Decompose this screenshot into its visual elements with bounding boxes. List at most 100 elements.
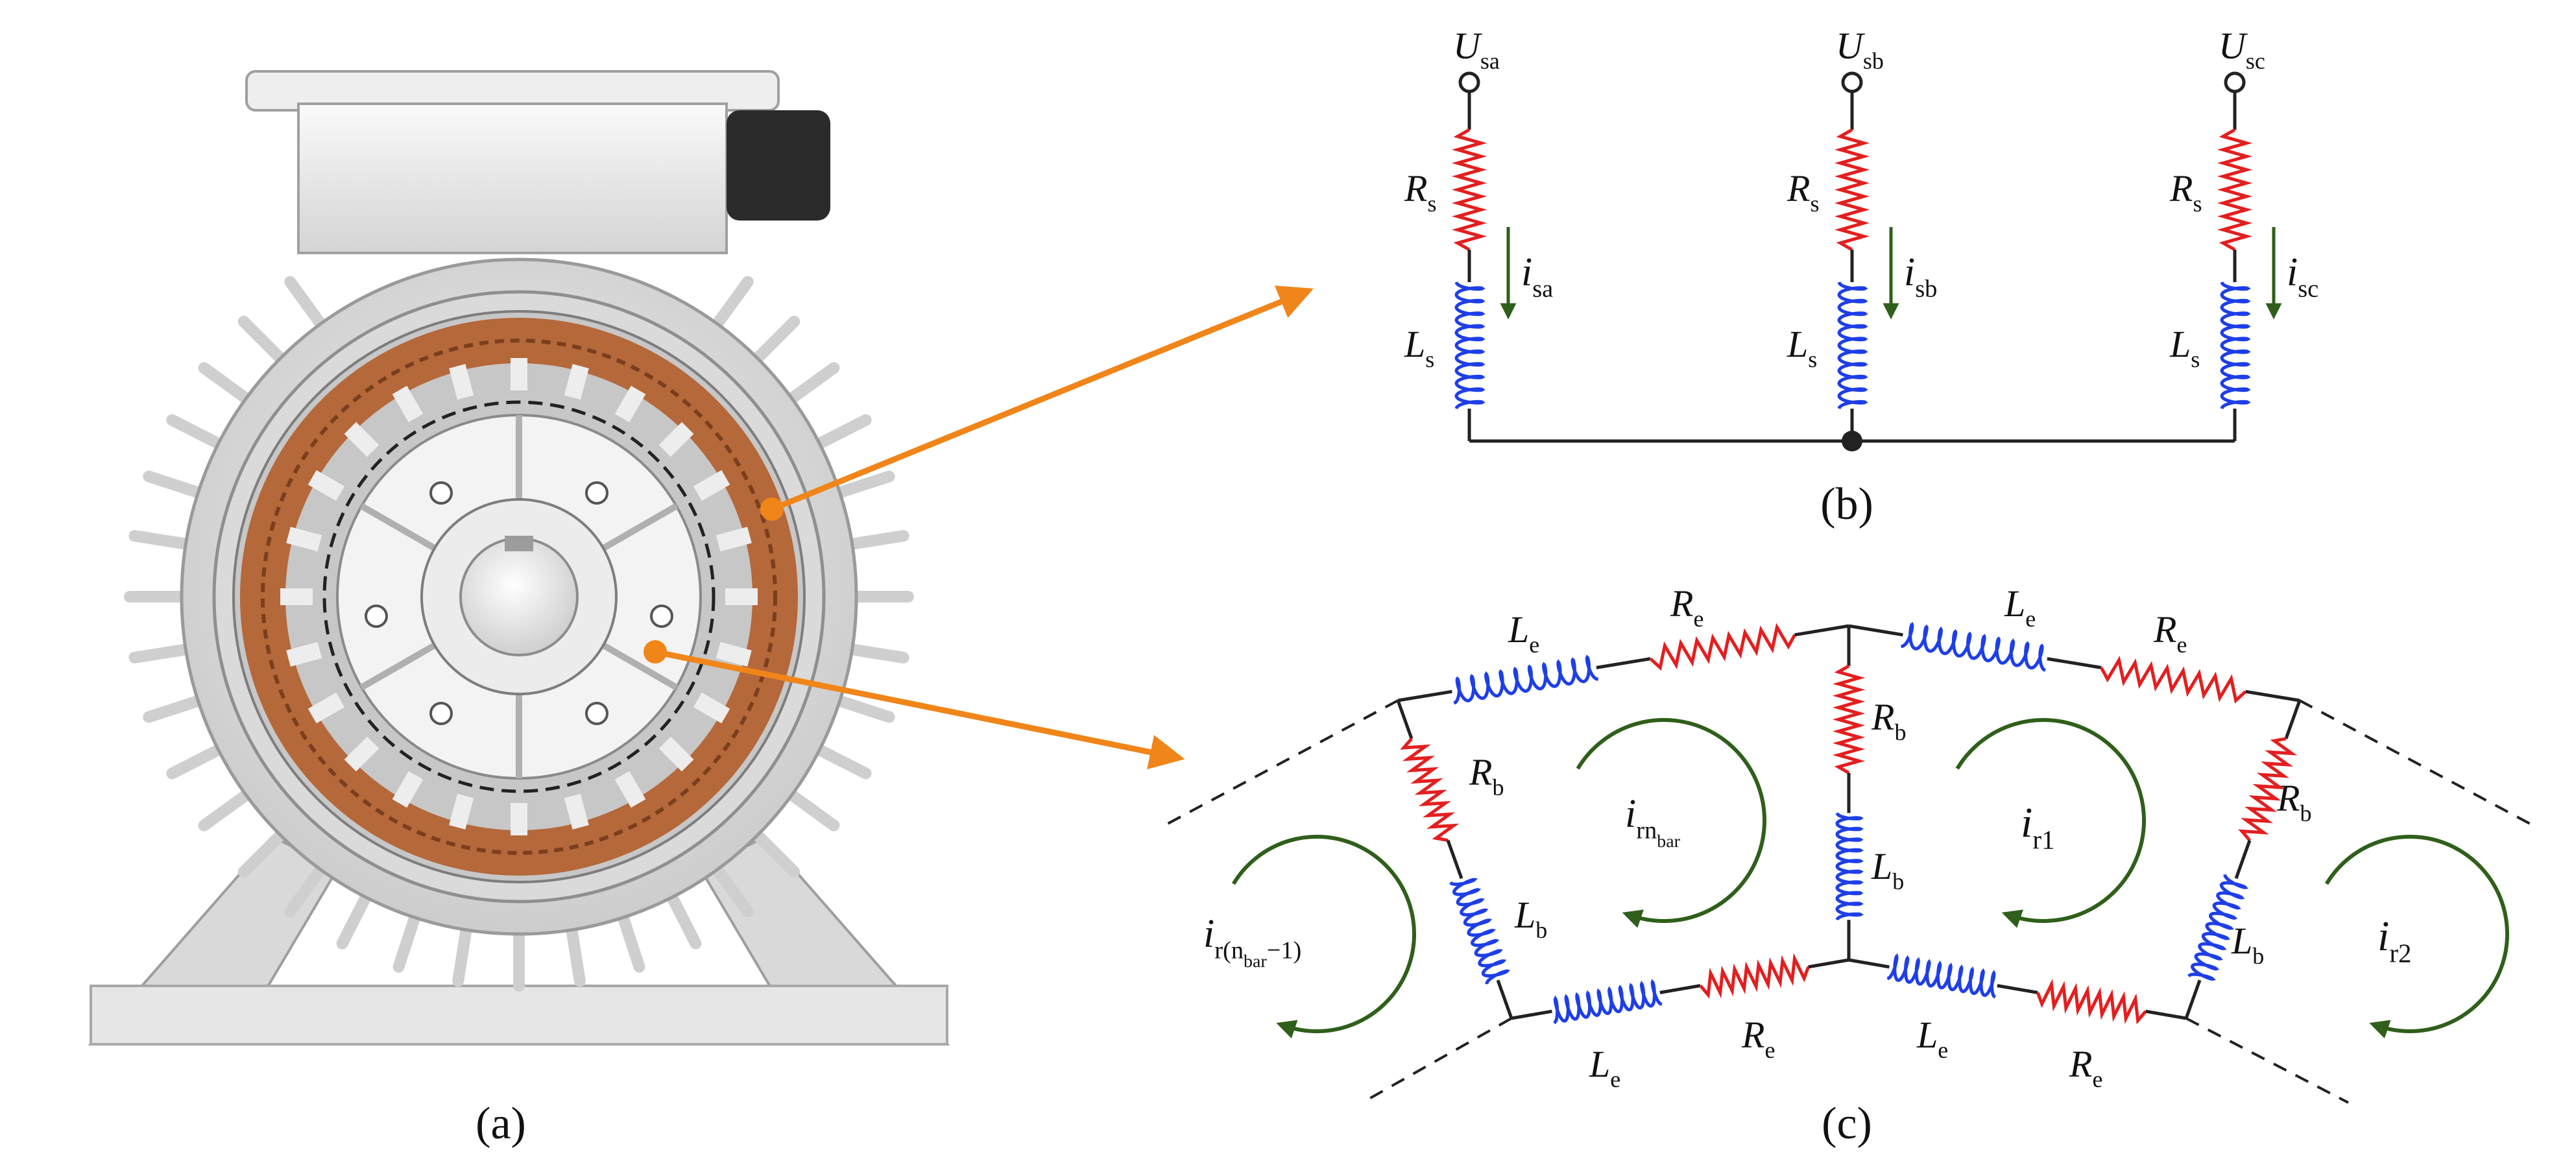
end-inductor-label: Le <box>1589 1043 1620 1092</box>
cooling-fin <box>198 785 258 832</box>
stator-resistor <box>2217 128 2253 252</box>
stator-tooth <box>392 385 424 423</box>
wire <box>2245 689 2300 702</box>
cooling-fin <box>237 824 291 878</box>
rotor-inductor <box>1453 654 1599 705</box>
cooling-fin <box>128 642 199 664</box>
stator-tooth <box>658 422 694 457</box>
wire <box>1794 624 1849 637</box>
cooling-fin <box>828 693 895 723</box>
rotor-spokes <box>359 415 679 778</box>
cooling-fin <box>828 470 895 501</box>
voltage-label: Usc <box>2219 25 2265 74</box>
cooling-fin <box>663 885 702 950</box>
stator-inductor <box>1454 281 1486 409</box>
wire <box>1808 958 1849 969</box>
rotor-resistor <box>1832 664 1866 774</box>
end-resistor-label: Re <box>2069 1043 2102 1092</box>
bar-resistor-label: Rb <box>2276 777 2311 826</box>
terminal-box <box>297 102 728 254</box>
rotor-inductor <box>1886 953 1996 999</box>
stator-tooth <box>449 364 474 400</box>
cooling-fin <box>452 917 474 987</box>
stator-current-label: isa <box>1521 250 1553 302</box>
cooling-fin <box>284 276 331 335</box>
stator-tooth <box>614 771 646 808</box>
wire <box>1396 700 1414 739</box>
wire <box>2047 657 2102 669</box>
cooling-fin <box>237 315 291 369</box>
wire <box>1848 624 1903 637</box>
ring-continuation-dashed <box>2299 699 2531 825</box>
wire <box>1397 689 1452 702</box>
rotor-pointer-arrow <box>655 649 1185 770</box>
rotor-inductor <box>2187 874 2248 981</box>
rotor-resistor <box>2238 737 2298 842</box>
cooling-fin <box>564 917 586 987</box>
stator-inductor-label: Ls <box>2169 323 2200 372</box>
rotor-resistor <box>2036 979 2147 1025</box>
cable-gland <box>727 110 830 221</box>
loop-current-label-rn1: ir(nbar−1) <box>1203 912 1301 972</box>
stator-tooth <box>286 641 322 667</box>
cooling-fin <box>128 530 199 551</box>
cooling-fin <box>336 885 375 950</box>
bar-inductor-label: Lb <box>1514 894 1547 943</box>
stator-inductor <box>1837 281 1868 409</box>
loop-current-label-r1: ir1 <box>2021 799 2054 854</box>
stator-winding-texture <box>261 339 777 855</box>
caption-b: (b) <box>1820 479 1873 529</box>
wire <box>1446 839 1463 880</box>
caption-c: (c) <box>1822 1099 1872 1149</box>
ring-continuation-dashed <box>1362 1017 1512 1104</box>
rotor-inductor <box>1835 812 1864 921</box>
stator-tooth <box>716 527 752 552</box>
end-resistor-label: Re <box>2153 608 2187 658</box>
end-inductor-label: Le <box>1916 1014 1948 1063</box>
rotor-resistor <box>2100 655 2247 704</box>
voltage-terminal <box>1458 71 1480 93</box>
shaft-keyway <box>505 536 533 551</box>
voltage-terminal <box>1841 71 1863 93</box>
stator-inductor <box>2220 281 2251 409</box>
wire <box>1848 958 1890 969</box>
bar-inductor-label: Lb <box>2231 920 2264 969</box>
bar-resistor-label: Rb <box>1469 751 1504 800</box>
loop-current-arrow-r2 <box>2324 835 2509 1038</box>
motor-shaft <box>459 537 579 656</box>
wire <box>1596 657 1651 669</box>
stator-tooth <box>564 364 589 400</box>
rotor-resistor <box>1649 623 1796 671</box>
cooling-fin <box>166 741 230 780</box>
cooling-fin <box>198 362 258 409</box>
cooling-fin <box>166 414 230 453</box>
cooling-fin <box>839 642 909 664</box>
bar-resistor-label: Rb <box>1871 696 1906 745</box>
loop-current-label-r2: ir2 <box>2377 913 2411 968</box>
rotor-resistor <box>1400 737 1460 843</box>
stator-current-label: isc <box>2287 250 2318 302</box>
loop-current-arrow-r1 <box>1955 718 2146 928</box>
stator-tooth <box>658 736 694 772</box>
neutral-node <box>1842 431 1862 451</box>
cooling-fin <box>780 362 840 409</box>
stator-tooth <box>693 470 730 501</box>
rotor-inductor <box>1901 621 2046 672</box>
stator-tooth <box>307 692 345 724</box>
wire <box>1659 984 1701 994</box>
cooling-fin <box>808 414 872 453</box>
cooling-fin <box>747 315 800 369</box>
end-inductor-label: Le <box>1508 608 1539 658</box>
cooling-fin <box>839 530 909 551</box>
loop-current-arrow-rn1 <box>1231 835 1416 1038</box>
stator-tooth <box>286 527 322 552</box>
wire <box>2234 839 2252 880</box>
cooling-fin <box>392 905 423 973</box>
ring-continuation-dashed <box>1167 699 1399 825</box>
wire <box>1997 984 2038 994</box>
motor-base-plate <box>90 985 948 1046</box>
end-resistor-label: Re <box>1670 582 1703 632</box>
stator-teeth <box>280 358 758 835</box>
